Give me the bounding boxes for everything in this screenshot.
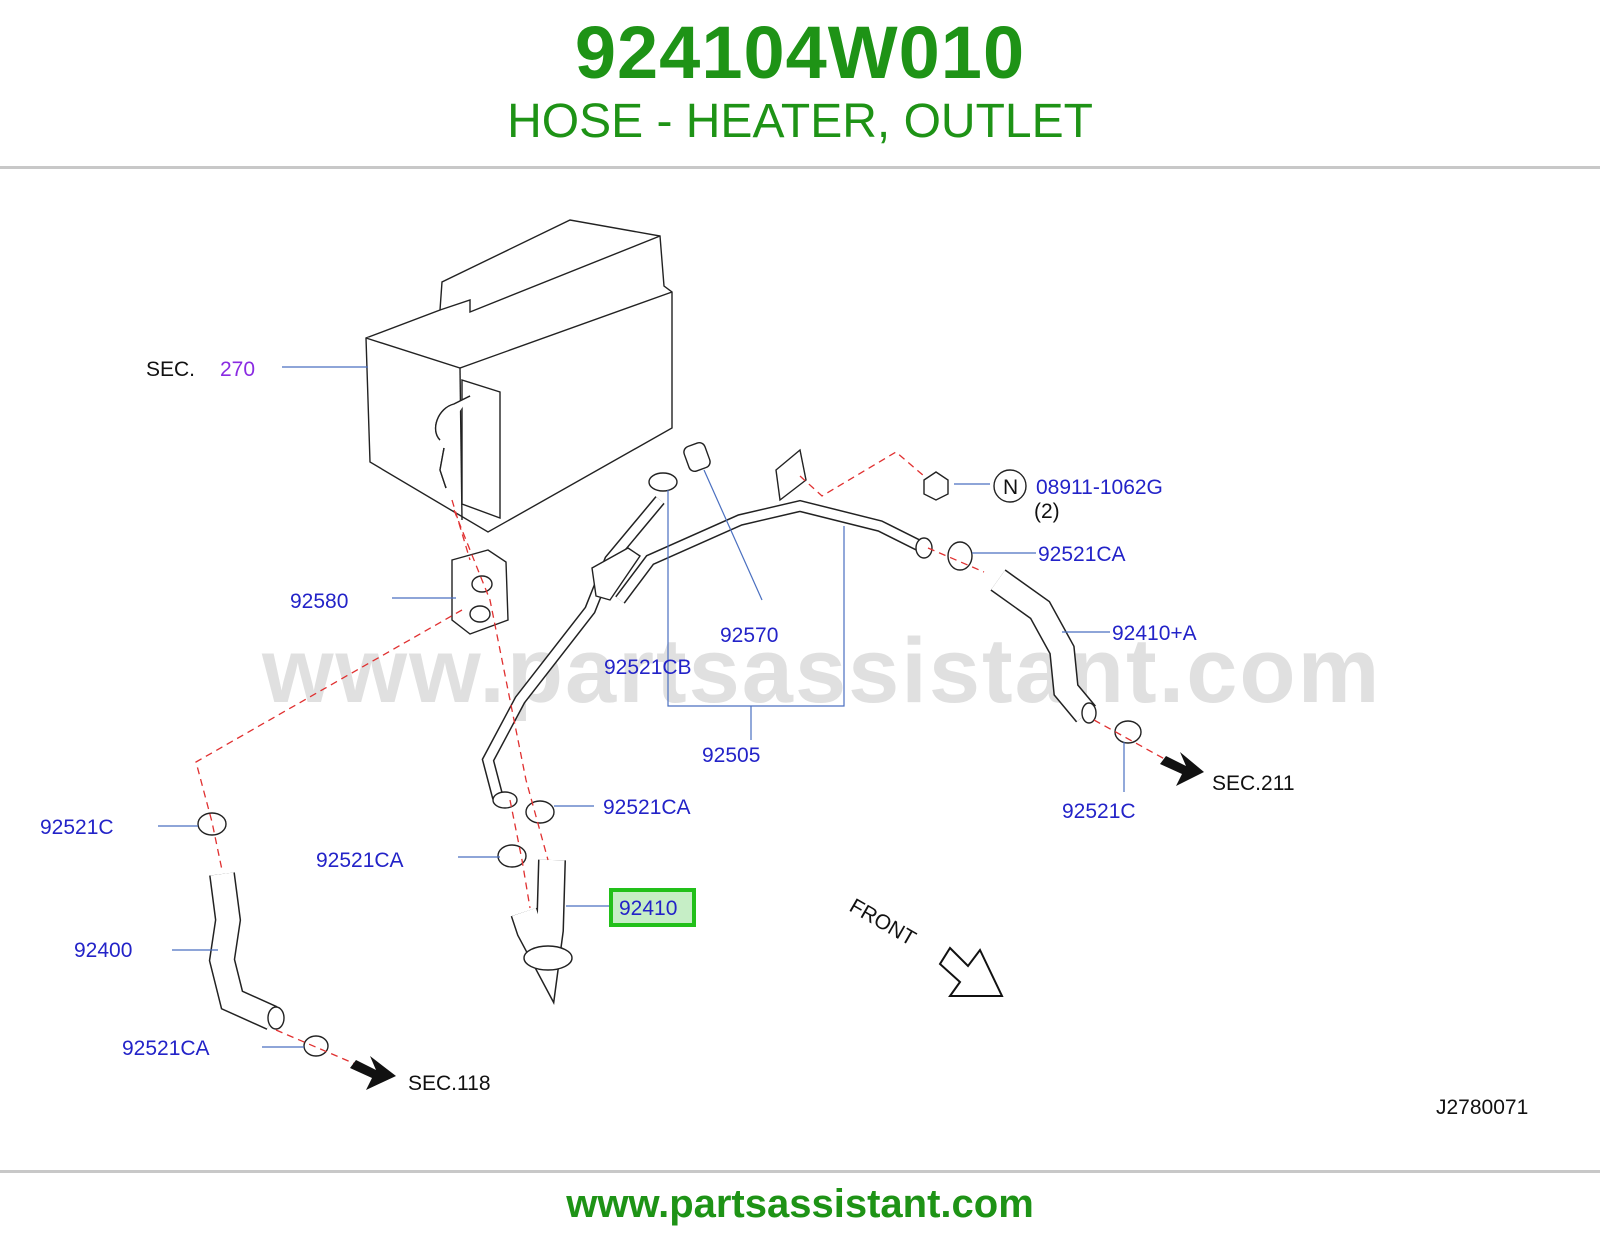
part-description: HOSE - HEATER, OUTLET bbox=[507, 95, 1093, 148]
label-92521c-left[interactable]: 92521C bbox=[40, 816, 114, 839]
highlighted-part-box bbox=[609, 888, 696, 927]
label-92521ca-mid-lower[interactable]: 92521CA bbox=[316, 849, 404, 872]
hose-92410a-drawing bbox=[990, 569, 1097, 724]
nut-marker-n: N bbox=[1003, 476, 1018, 499]
watermark-text: www.partsassistant.com bbox=[261, 620, 1381, 722]
label-92505[interactable]: 92505 bbox=[702, 744, 760, 767]
label-92521ca-mid-upper[interactable]: 92521CA bbox=[603, 796, 691, 819]
section-arrows bbox=[350, 752, 1204, 1090]
hose-92400-drawing bbox=[208, 872, 285, 1030]
label-92521ca-left[interactable]: 92521CA bbox=[122, 1037, 210, 1060]
label-92521cb[interactable]: 92521CB bbox=[604, 656, 692, 679]
grommet-92580-drawing bbox=[451, 549, 509, 635]
footer-divider bbox=[0, 1170, 1600, 1173]
label-drawing-id: J2780071 bbox=[1436, 1096, 1528, 1119]
label-92410a[interactable]: 92410+A bbox=[1112, 622, 1197, 645]
label-92570[interactable]: 92570 bbox=[720, 624, 778, 647]
hose-92410-drawing bbox=[510, 859, 573, 1005]
label-sec-prefix: SEC. bbox=[146, 358, 195, 381]
heater-unit-drawing bbox=[365, 219, 673, 533]
label-sec-211[interactable]: SEC.211 bbox=[1212, 772, 1295, 795]
parts-diagram: www.partsassistant.com bbox=[40, 219, 1528, 1119]
page-header: 924104W010 HOSE - HEATER, OUTLET bbox=[0, 0, 1600, 168]
label-92400[interactable]: 92400 bbox=[74, 939, 132, 962]
leader-lines bbox=[158, 366, 1125, 1048]
part-number-title: 924104W010 bbox=[574, 11, 1026, 94]
header-divider bbox=[0, 166, 1600, 169]
label-92521ca-right[interactable]: 92521CA bbox=[1038, 543, 1126, 566]
label-08911-quantity: (2) bbox=[1034, 500, 1060, 523]
hose-clamps-drawing bbox=[197, 472, 1142, 1057]
heater-pipe-92505-drawing bbox=[481, 442, 933, 809]
label-sec-118[interactable]: SEC.118 bbox=[408, 1072, 491, 1095]
label-92521c-right[interactable]: 92521C bbox=[1062, 800, 1136, 823]
label-08911-1062g[interactable]: 08911-1062G bbox=[1036, 476, 1163, 499]
footer-site-url[interactable]: www.partsassistant.com bbox=[566, 1182, 1034, 1226]
label-front-direction: FRONT bbox=[846, 894, 920, 950]
assembly-dashed-lines bbox=[195, 451, 1171, 1067]
nut-08911-drawing bbox=[923, 469, 1027, 503]
label-92580[interactable]: 92580 bbox=[290, 590, 348, 613]
label-92410-highlighted[interactable]: 92410 bbox=[619, 897, 677, 920]
label-sec-270-link[interactable]: 270 bbox=[220, 358, 255, 381]
